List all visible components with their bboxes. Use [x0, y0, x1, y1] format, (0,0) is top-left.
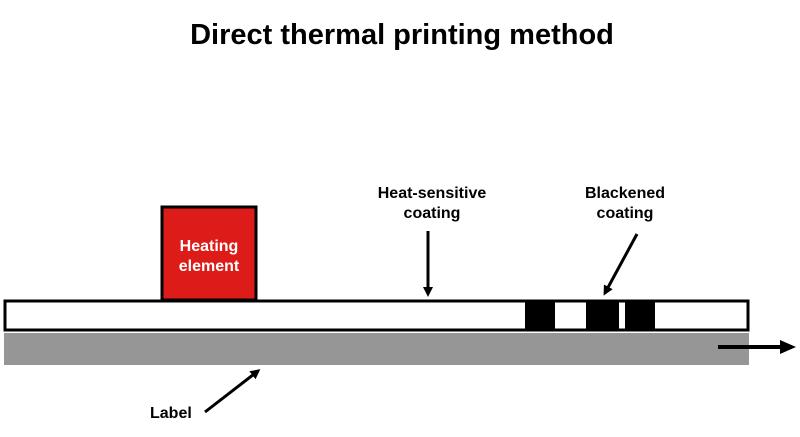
blackened-mark [625, 302, 655, 329]
diagram-title: Direct thermal printing method [190, 19, 614, 51]
blackened-mark [525, 302, 555, 329]
heating-element-label-line2: element [179, 258, 240, 275]
coating-strip [3, 299, 750, 332]
blackened-label-line2: coating [597, 205, 654, 222]
heat-sensitive-label-line1: Heat-sensitive [378, 185, 487, 202]
heating-element [160, 205, 258, 302]
blackened-label-line1: Blackened [585, 185, 665, 202]
heating-element-label-line1: Heating [180, 238, 239, 255]
blackened-mark [586, 302, 619, 329]
blackened-arrow-icon [603, 233, 639, 296]
label-text: Label [150, 405, 192, 422]
label-arrow-icon [204, 369, 261, 414]
heat-sensitive-label-line2: coating [404, 205, 461, 222]
label-base [4, 333, 749, 365]
